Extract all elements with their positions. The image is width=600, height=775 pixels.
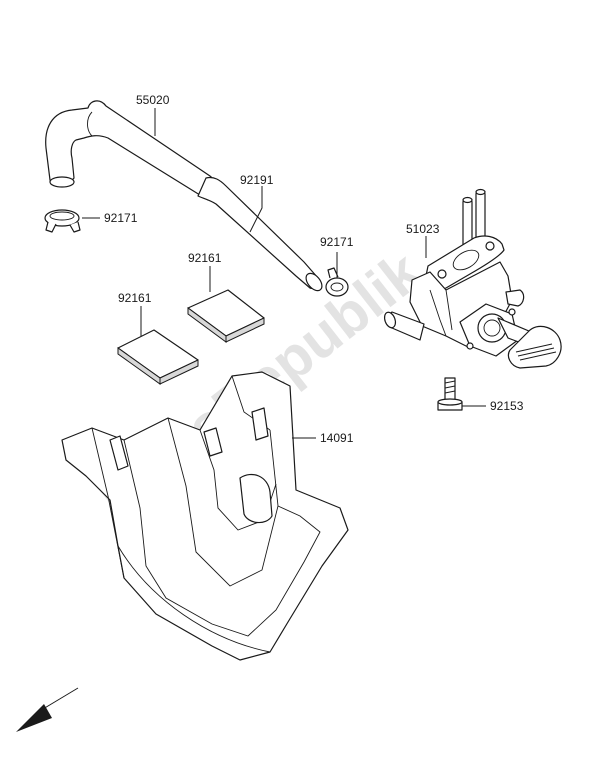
label-92171-center: 92171 — [320, 235, 354, 249]
pad-92161-lower[interactable] — [117, 329, 199, 385]
fuel-cock-51023[interactable] — [383, 188, 562, 369]
clamp-92171-left[interactable] — [44, 209, 81, 233]
direction-arrow-icon — [16, 687, 79, 732]
label-51023: 51023 — [406, 222, 440, 236]
label-92171-left: 92171 — [104, 211, 138, 225]
leader-lines — [82, 108, 486, 439]
label-92191: 92191 — [240, 173, 274, 187]
pad-92161-upper[interactable] — [187, 289, 265, 343]
bolt-92153[interactable] — [437, 377, 463, 411]
label-55020: 55020 — [136, 93, 170, 107]
label-92161-upper: 92161 — [188, 251, 222, 265]
label-14091: 14091 — [320, 431, 354, 445]
bracket-14091[interactable] — [61, 371, 349, 661]
label-92153: 92153 — [490, 399, 524, 413]
hose-55020[interactable] — [45, 100, 215, 201]
tube-92191[interactable] — [197, 176, 325, 293]
label-92161-lower: 92161 — [118, 291, 152, 305]
